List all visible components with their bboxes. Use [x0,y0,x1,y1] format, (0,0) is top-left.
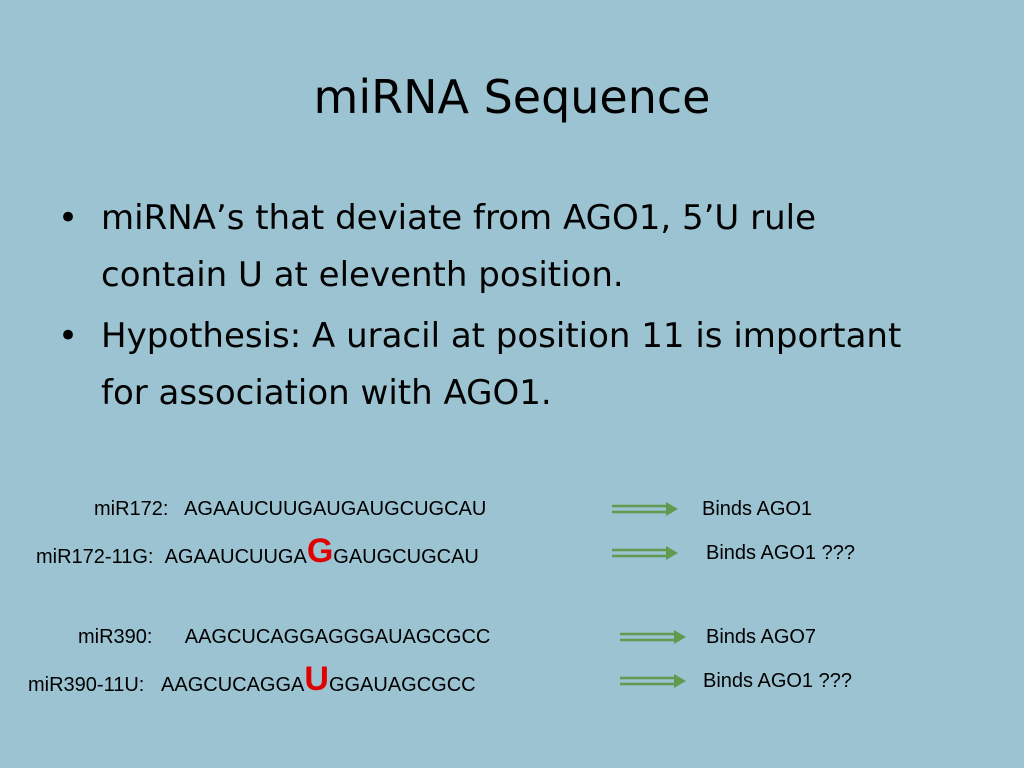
mirna-sequence: AGAAUCUUGAUGAUGCUGCAU [184,498,487,520]
bullet-text: Hypothesis: A uracil at position 11 is i… [101,316,902,413]
binds-label: Binds AGO7 [706,626,817,648]
bullet-dot: • [58,316,79,356]
slide-title: miRNA Sequence [313,70,711,124]
mirna-name: miR172: [94,498,169,520]
bullet-list: • miRNA’s that deviate from AGO1, 5’U ru… [58,190,938,426]
substituted-nucleotide: G [306,532,334,570]
mirna-sequence-prefix: AAGCUCAGGA [161,674,305,696]
binds-label: Binds AGO1 [702,498,813,520]
mirna-name: miR390-11U: [28,674,145,696]
right-arrow-icon [620,674,686,688]
bullet-dot: • [58,198,79,238]
bullet-item: • Hypothesis: A uracil at position 11 is… [58,308,938,422]
substituted-nucleotide: U [304,660,329,698]
sequence-row-mir390: miR390: AAGCUCAGGAGGGAUAGCGCC [78,625,490,649]
bullet-item: • miRNA’s that deviate from AGO1, 5’U ru… [58,190,938,304]
sequence-row-mir390-11u: miR390-11U: AAGCUCAGGAUGGAUAGCGCC [28,662,476,697]
mirna-sequence-prefix: AGAAUCUUGA [164,546,307,568]
mirna-name: miR390: [78,626,153,648]
mirna-sequence-suffix: GGAUAGCGCC [328,674,476,696]
mirna-sequence-suffix: GAUGCUGCAU [333,546,479,568]
mirna-sequence: AAGCUCAGGAGGGAUAGCGCC [184,626,491,648]
right-arrow-icon [612,502,678,516]
binds-label: Binds AGO1 ??? [703,670,852,692]
sequence-row-mir172-11g: miR172-11G: AGAAUCUUGAGGAUGCUGCAU [36,534,479,569]
mirna-name: miR172-11G: [36,546,154,568]
bullet-text: miRNA’s that deviate from AGO1, 5’U rule… [101,198,816,295]
right-arrow-icon [620,630,686,644]
binds-label: Binds AGO1 ??? [706,542,855,564]
sequence-row-mir172: miR172: AGAAUCUUGAUGAUGCUGCAU [94,497,486,521]
right-arrow-icon [612,546,678,560]
